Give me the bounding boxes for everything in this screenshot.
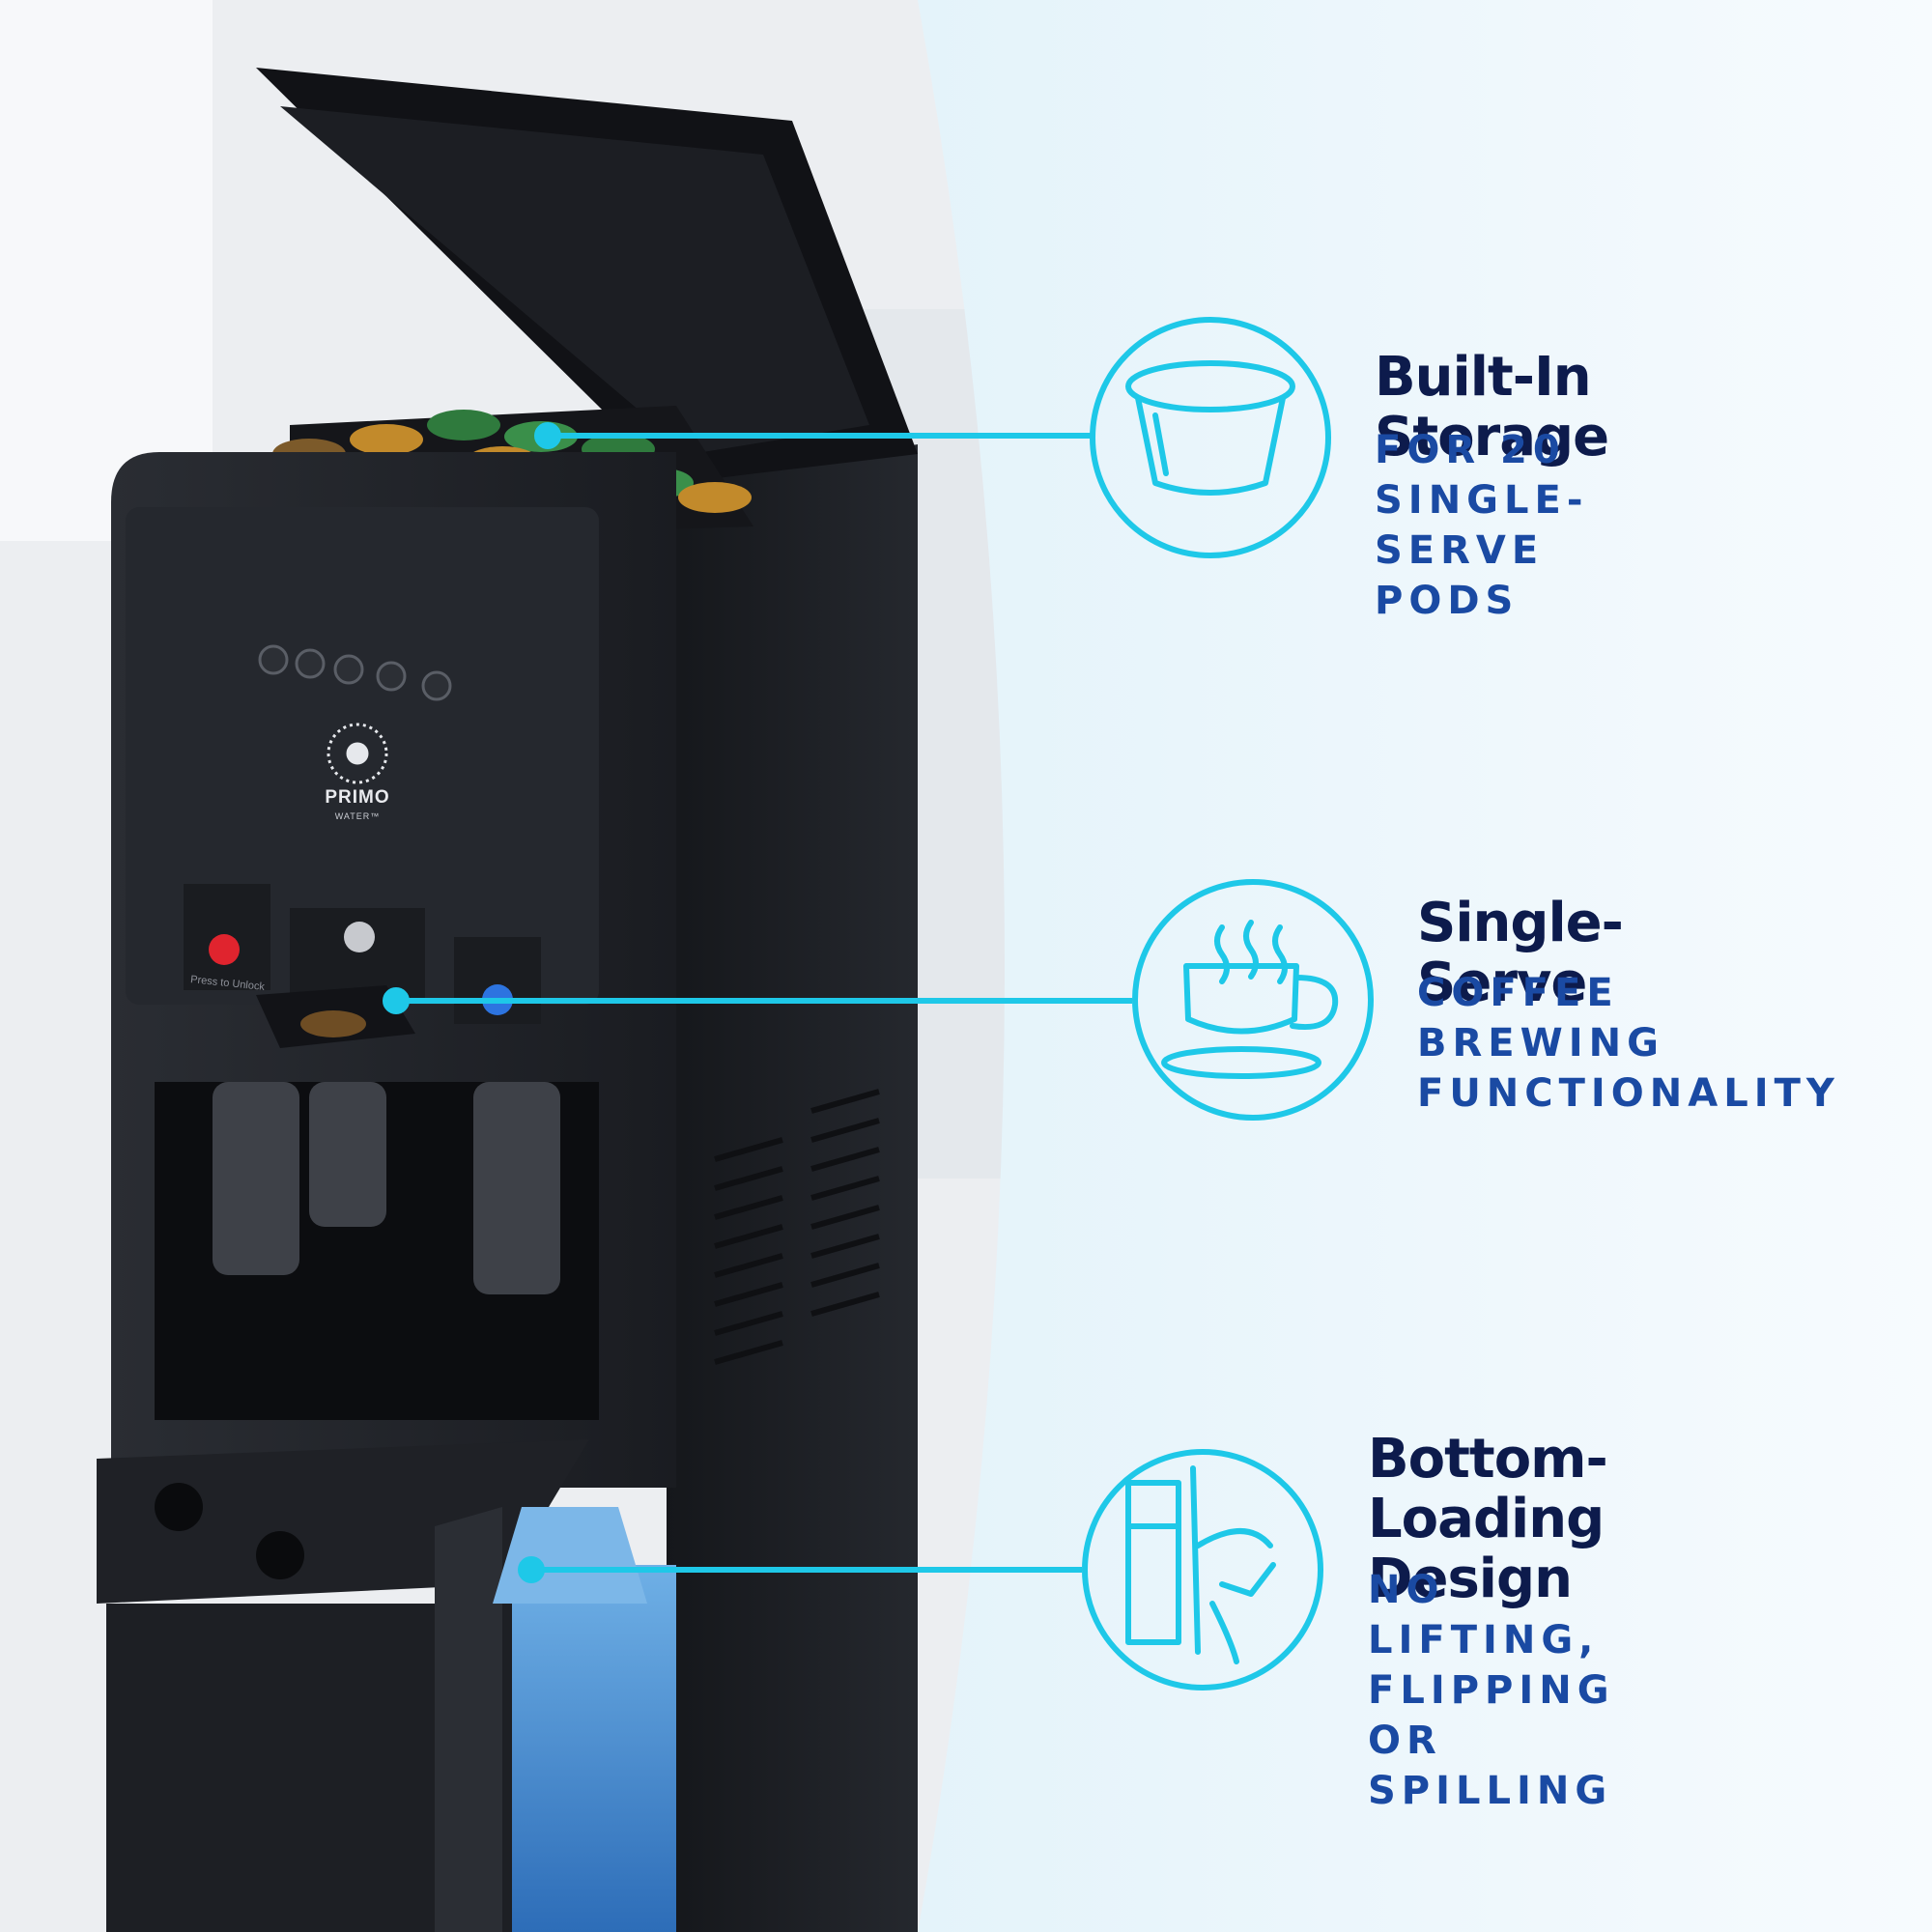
cold-spout [473,1082,560,1294]
coffee-spout [309,1082,386,1227]
side-vents [714,1089,880,1365]
open-door[interactable] [435,1507,502,1932]
control-buttons [258,644,452,701]
water-bottle [512,1565,676,1932]
callout-lines [383,422,1132,1583]
feature-title: Bottom- Loading Design [1368,1428,1608,1610]
brand-sub: WATER™ [334,811,381,821]
feature-title: Built-In Storage [1375,346,1609,469]
coffee-brew-button[interactable] [344,922,375,952]
control-button[interactable] [333,654,364,685]
coffee-pod [678,482,752,513]
control-button[interactable] [295,648,326,679]
feature-subtitle: COFFEE BREWING FUNCTIONALITY [1417,971,1840,1116]
coffee-pod [350,424,423,455]
control-button[interactable] [421,670,452,701]
feature-subtitle: NO LIFTING, FLIPPING OR SPILLING [1368,1568,1615,1813]
callout-dot-bottom-loading [518,1556,545,1583]
hot-spout [213,1082,299,1275]
inserted-coffee-pod [300,1010,366,1037]
coffee-pod [427,410,500,440]
dispenser-side-panel [667,444,918,1932]
feature-subtitle: FOR 20 SINGLE- SERVE PODS [1375,428,1589,623]
storage-lid-inner [280,106,869,454]
drip-tray-hole [256,1531,304,1579]
hot-water-button[interactable] [209,934,240,965]
brand-name: PRIMO [325,787,390,808]
drip-tray-hole [155,1483,203,1531]
control-button[interactable] [258,644,289,675]
callout-dot-storage [534,422,561,449]
kitchen-cabinet [0,0,213,541]
callout-dot-single-serve [383,987,410,1014]
feature-title: Single-Serve [1417,892,1624,1014]
primo-logo-icon [327,723,388,784]
control-button[interactable] [376,661,407,692]
